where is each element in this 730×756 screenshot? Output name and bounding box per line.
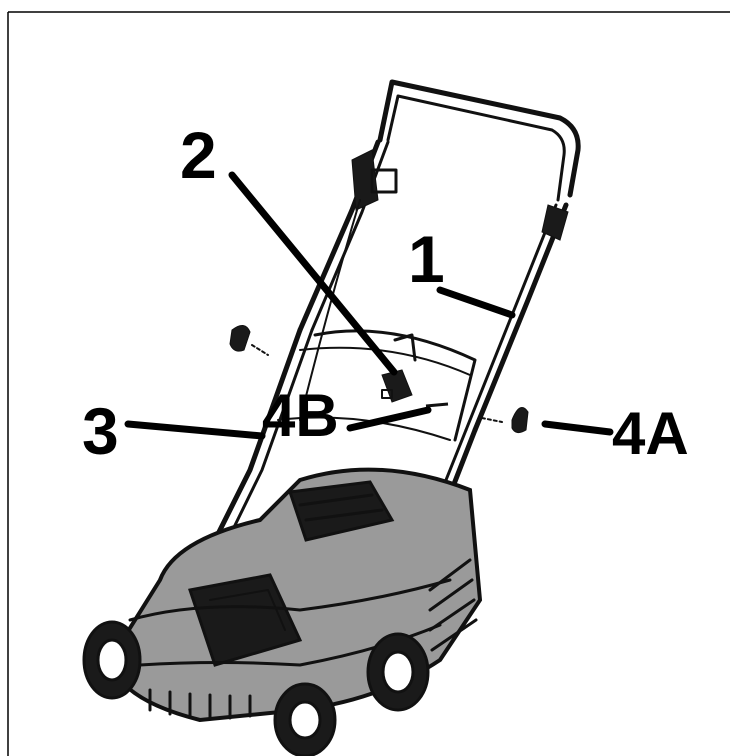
wheel-rear-right-icon [366, 632, 430, 712]
diagram-border [7, 11, 730, 756]
callout-label-4b: 4B [262, 382, 339, 449]
leader-line-4b [346, 406, 432, 432]
callout-label-3: 3 [82, 394, 119, 468]
callout-labels: 2 1 3 4B 4A [82, 118, 689, 468]
leader-line-1 [436, 286, 516, 319]
lawn-mower-icon [82, 79, 581, 756]
side-vents [428, 558, 478, 652]
callout-leaders [124, 171, 614, 440]
leader-line-3 [124, 420, 266, 440]
upper-handle-icon [297, 79, 581, 433]
wheel-front-left-icon [82, 620, 142, 700]
leader-line-4a [541, 420, 614, 436]
front-grill [148, 688, 252, 720]
callout-label-1: 1 [408, 222, 445, 296]
callout-label-2: 2 [180, 118, 217, 192]
leader-line-2 [228, 171, 398, 376]
callout-label-4a: 4A [612, 400, 689, 467]
wheel-front-right-icon [273, 682, 337, 756]
